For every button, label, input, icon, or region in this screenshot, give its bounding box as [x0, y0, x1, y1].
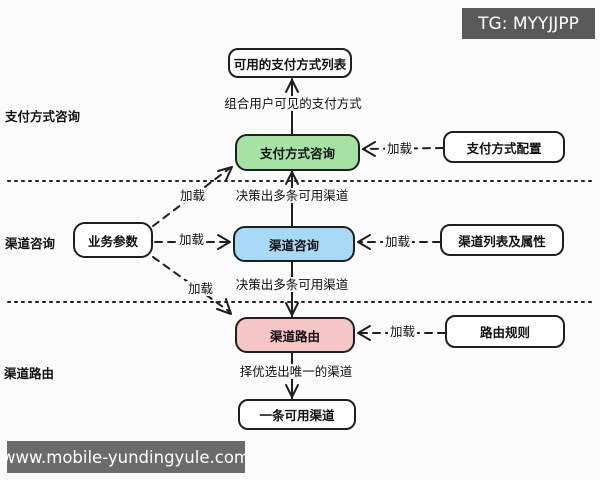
node-biz-params: 业务参数	[73, 222, 153, 258]
edge-label-load-biz-to-route: 加载	[186, 281, 216, 296]
edge-label-pick-best-channel: 择优选出唯一的渠道	[237, 364, 355, 379]
node-payment-config: 支付方式配置	[443, 131, 565, 163]
node-available-payment-list: 可用的支付方式列表	[228, 48, 352, 78]
node-route-rules: 路由规则	[445, 315, 565, 348]
edge-biz-params-to-channel-consult	[154, 234, 231, 250]
edge-label-load-route-rules: 加载	[388, 324, 418, 339]
edge-label-load-biz-to-channel: 加载	[177, 232, 207, 247]
edge-label-combine-visible-methods: 组合用户可见的支付方式	[222, 96, 364, 111]
node-channel-list-attrs: 渠道列表及属性	[440, 224, 564, 256]
edge-biz-params-to-payment-consult	[152, 166, 233, 227]
node-single-channel: 一条可用渠道	[238, 399, 356, 430]
edge-label-decide-channels-upper: 决策出多条可用渠道	[233, 188, 351, 203]
node-payment-consult: 支付方式咨询	[235, 134, 360, 171]
edge-label-load-payment-config: 加载	[385, 141, 415, 156]
edge-label-load-biz-to-payment: 加载	[178, 188, 208, 203]
lane-label-channel-consult: 渠道咨询	[5, 236, 56, 251]
site-url-badge: www.mobile-yundingyule.com	[2, 441, 250, 473]
lane-label-channel-route: 渠道路由	[4, 366, 55, 381]
lane-label-payment-consult: 支付方式咨询	[5, 109, 81, 124]
tg-watermark-badge: TG: MYYJJPP	[462, 8, 595, 39]
edge-label-decide-channels-lower: 决策出多条可用渠道	[233, 277, 351, 292]
edge-biz-params-to-channel-route	[152, 256, 232, 315]
node-channel-consult: 渠道咨询	[233, 226, 355, 262]
node-channel-route: 渠道路由	[235, 317, 355, 353]
edge-label-load-channel-list: 加载	[383, 234, 413, 249]
